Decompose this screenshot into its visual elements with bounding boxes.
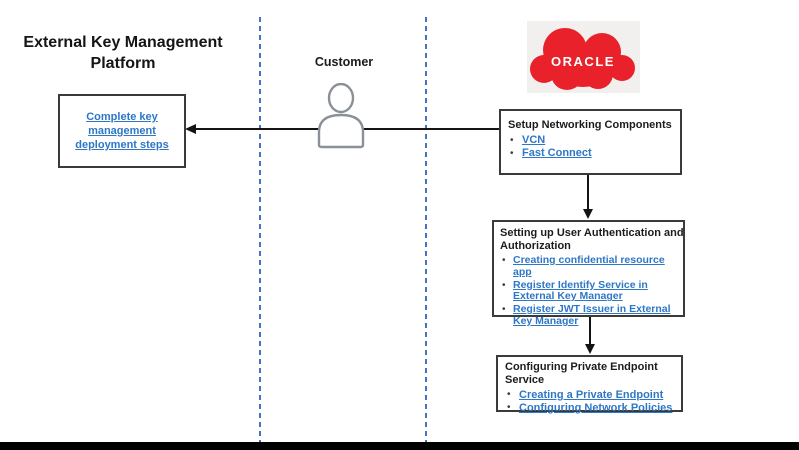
page-title-line-1: External Key Management bbox=[23, 34, 223, 51]
endpoint-heading-line-1: Configuring Private Endpoint bbox=[505, 361, 658, 373]
person-head bbox=[327, 83, 355, 114]
oracle-logo: ORACLE bbox=[527, 21, 640, 93]
list-item: Configuring Network Policies bbox=[505, 402, 677, 415]
auth-heading-line-2: Authorization bbox=[500, 240, 571, 252]
auth-heading: Setting up User Authentication and Autho… bbox=[500, 227, 684, 253]
list-item: Register JWT Issuer in External Key Mana… bbox=[500, 303, 681, 328]
auth-link-list: Creating confidential resource app Regis… bbox=[500, 254, 681, 328]
arrow-auth-to-endpoint-head bbox=[584, 344, 595, 354]
page-title: External Key Management Platform bbox=[18, 32, 228, 74]
oracle-cloud-icon: ORACLE bbox=[530, 28, 635, 90]
confidential-resource-app-link[interactable]: Creating confidential resource app bbox=[513, 254, 665, 278]
list-item: Register Identify Service in External Ke… bbox=[500, 278, 681, 304]
list-item: VCN bbox=[508, 134, 676, 147]
create-private-endpoint-link[interactable]: Creating a Private Endpoint bbox=[519, 389, 664, 401]
oracle-wordmark: ORACLE bbox=[551, 54, 615, 69]
bottom-bar bbox=[0, 442, 799, 450]
list-item: Creating a Private Endpoint bbox=[505, 389, 677, 402]
endpoint-box: Configuring Private Endpoint Service Cre… bbox=[496, 355, 683, 414]
arrow-auth-to-endpoint-line bbox=[589, 317, 591, 344]
lane-divider-left bbox=[259, 17, 261, 442]
cloud-shape bbox=[530, 28, 635, 90]
arrow-networking-to-auth-head bbox=[582, 209, 593, 219]
lane-divider-right bbox=[425, 17, 427, 442]
customer-person-icon bbox=[317, 83, 365, 149]
page-title-line-2: Platform bbox=[90, 55, 156, 72]
networking-heading: Setup Networking Components bbox=[508, 119, 672, 131]
vcn-link[interactable]: VCN bbox=[522, 134, 546, 146]
auth-heading-line-1: Setting up User Authentication and bbox=[500, 227, 684, 239]
arrow-customer-to-ekm-head bbox=[185, 123, 196, 134]
register-jwt-issuer-link[interactable]: Register JWT Issuer in External Key Mana… bbox=[513, 303, 671, 327]
customer-label: Customer bbox=[314, 55, 374, 69]
fast-connect-link[interactable]: Fast Connect bbox=[522, 147, 592, 159]
list-item: Creating confidential resource app bbox=[500, 254, 681, 279]
networking-box: Setup Networking Components VCN Fast Con… bbox=[499, 109, 682, 175]
endpoint-link-list: Creating a Private Endpoint Configuring … bbox=[505, 389, 677, 414]
list-item: Fast Connect bbox=[508, 147, 676, 160]
register-identify-service-link[interactable]: Register Identify Service in External Ke… bbox=[513, 278, 648, 303]
configure-network-policies-link[interactable]: Configuring Network Policies bbox=[519, 401, 673, 414]
networking-link-list: VCN Fast Connect bbox=[508, 134, 676, 160]
endpoint-heading-line-2: Service bbox=[505, 374, 545, 386]
arrow-networking-to-auth-line bbox=[587, 175, 589, 210]
ekm-deployment-box: Complete key management deployment steps bbox=[58, 94, 186, 168]
person-body bbox=[317, 113, 365, 149]
auth-box: Setting up User Authentication and Autho… bbox=[492, 220, 685, 327]
ekm-deployment-link[interactable]: Complete key management deployment steps bbox=[75, 111, 169, 151]
endpoint-heading: Configuring Private Endpoint Service bbox=[505, 361, 677, 387]
